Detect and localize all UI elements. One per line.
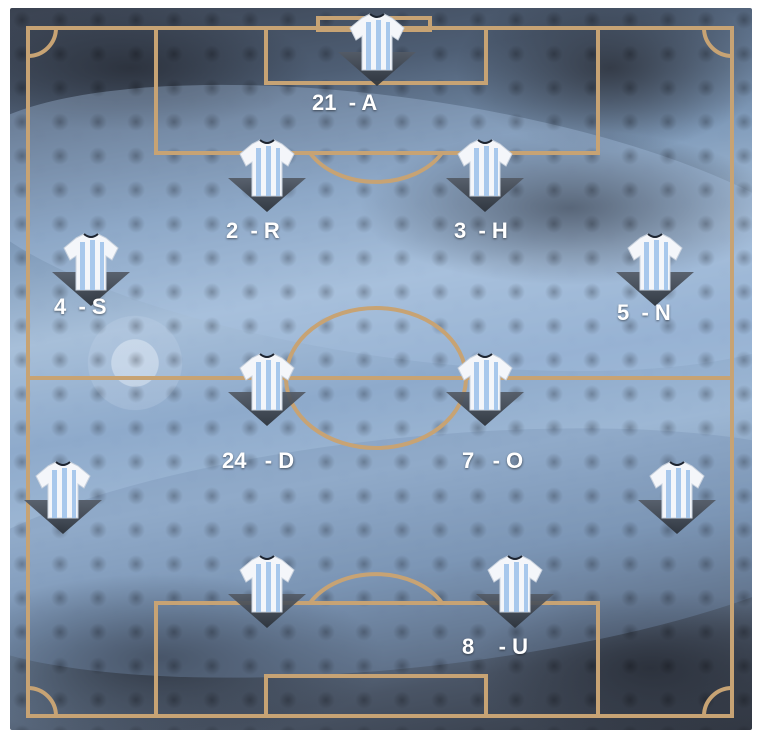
corner-arc (28, 688, 56, 716)
player-label: 5 - N (617, 300, 671, 326)
football-jersey-icon (610, 230, 700, 310)
football-jersey-icon (632, 458, 722, 538)
pitch-boundary (28, 28, 732, 716)
bottom-penalty-arc (310, 574, 442, 603)
football-jersey-icon (332, 10, 422, 90)
corner-arc (28, 28, 56, 56)
football-jersey-icon (18, 458, 108, 538)
corner-arc (704, 28, 732, 56)
football-jersey-icon (222, 350, 312, 430)
top-penalty-arc (310, 153, 442, 182)
player-rw[interactable] (632, 458, 722, 538)
football-jersey-icon (440, 136, 530, 216)
player-cm-left[interactable] (222, 350, 312, 430)
player-label: 7 - O (462, 448, 523, 474)
player-label: 8 - U (462, 634, 528, 660)
football-jersey-icon (222, 136, 312, 216)
bottom-goal-area (266, 676, 486, 716)
player-cb-right[interactable] (440, 136, 530, 216)
pitch-lines (10, 8, 752, 730)
football-jersey-icon (470, 552, 560, 632)
player-label: 4 - S (54, 294, 107, 320)
formation-board: 21 - A 2 - R 3 - H (10, 8, 752, 730)
player-label: 24 - D (222, 448, 294, 474)
football-jersey-icon (440, 350, 530, 430)
player-rb[interactable] (610, 230, 700, 310)
player-lw[interactable] (18, 458, 108, 538)
player-label: 21 - A (312, 90, 377, 116)
player-st-right[interactable] (470, 552, 560, 632)
player-cm-right[interactable] (440, 350, 530, 430)
player-st-left[interactable] (222, 552, 312, 632)
corner-arc (704, 688, 732, 716)
player-label: 3 - H (454, 218, 508, 244)
football-jersey-icon (222, 552, 312, 632)
player-cb-left[interactable] (222, 136, 312, 216)
player-gk[interactable] (332, 10, 422, 90)
player-label: 2 - R (226, 218, 280, 244)
